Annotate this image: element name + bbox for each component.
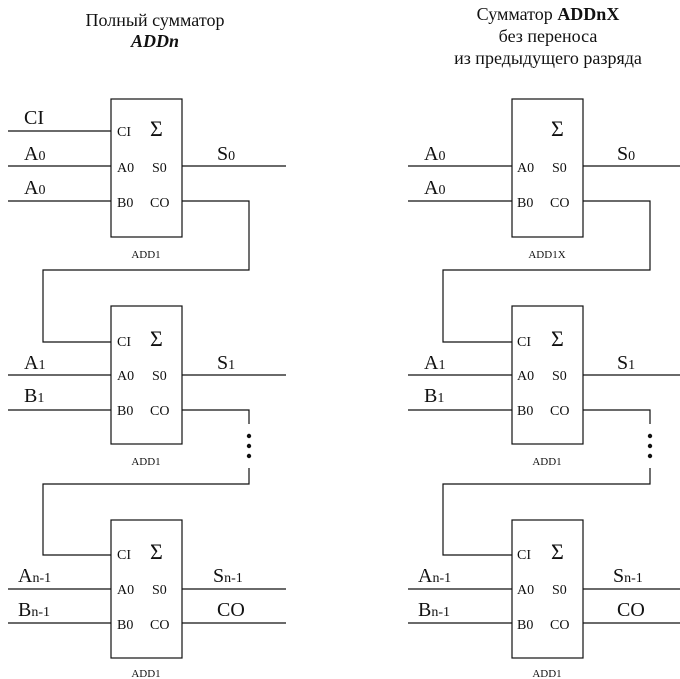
pin-co: CO <box>550 618 569 633</box>
pin-co: CO <box>150 196 169 211</box>
pin-b0: B0 <box>517 196 533 211</box>
pin-b0: B0 <box>517 404 533 419</box>
left-s0-out-label: S0 <box>217 143 235 165</box>
pin-s0: S0 <box>152 161 167 176</box>
ellipsis-dot <box>246 433 252 439</box>
pin-ci: CI <box>117 335 131 350</box>
pin-s0: S0 <box>552 583 567 598</box>
right-title-line2: без переноса <box>499 26 598 46</box>
left-an-in-label: An-1 <box>18 565 51 587</box>
right-block-2: CI Σ A0 S0 B0 CO ADD1 <box>511 305 584 468</box>
pin-b0: B0 <box>117 404 133 419</box>
pin-b0: B0 <box>517 618 533 633</box>
pin-ci: CI <box>117 125 131 140</box>
pin-ci: CI <box>517 335 531 350</box>
sigma-icon: Σ <box>150 539 163 564</box>
left-block-3: CI Σ A0 S0 B0 CO ADD1 <box>110 519 183 679</box>
pin-a0: A0 <box>517 369 534 384</box>
pin-co: CO <box>150 618 169 633</box>
pin-ci: CI <box>117 548 131 563</box>
left-b1-in-label: B1 <box>24 385 44 407</box>
right-s0-out-label: S0 <box>617 143 635 165</box>
left-co-out-label: CO <box>217 599 245 621</box>
ellipsis-dot <box>647 433 653 439</box>
right-a0-in-label: A0 <box>424 143 445 165</box>
pin-s0: S0 <box>552 369 567 384</box>
pin-ci: CI <box>517 548 531 563</box>
left-a0-in-label: A0 <box>24 143 45 165</box>
right-title-line3: из предыдущего разряда <box>454 48 642 68</box>
pin-s0: S0 <box>552 161 567 176</box>
pin-co: CO <box>550 196 569 211</box>
block-name: ADD1 <box>131 668 160 679</box>
block-name: ADD1 <box>131 456 160 468</box>
right-co-out-label: CO <box>617 599 645 621</box>
left-sn-out-label: Sn-1 <box>213 565 243 587</box>
right-a1-in-label: A1 <box>424 352 445 374</box>
ellipsis-dot <box>246 443 252 449</box>
pin-co: CO <box>550 404 569 419</box>
left-bn-in-label: Bn-1 <box>18 599 50 621</box>
pin-a0: A0 <box>117 161 134 176</box>
left-b0-in-label: A0 <box>24 177 45 199</box>
right-block-1: Σ A0 S0 B0 CO ADD1X <box>511 98 584 261</box>
ellipsis-dot <box>246 453 252 459</box>
pin-b0: B0 <box>117 618 133 633</box>
left-block-2: CI Σ A0 S0 B0 CO ADD1 <box>110 305 183 468</box>
block-name: ADD1X <box>528 249 565 261</box>
left-block-1: CI Σ A0 S0 B0 CO ADD1 <box>110 98 183 261</box>
right-s1-out-label: S1 <box>617 352 635 374</box>
sigma-icon: Σ <box>551 326 564 351</box>
pin-co: CO <box>150 404 169 419</box>
pin-a0: A0 <box>517 583 534 598</box>
right-b0-in-label: A0 <box>424 177 445 199</box>
sigma-icon: Σ <box>551 539 564 564</box>
sigma-icon: Σ <box>551 116 564 141</box>
pin-a0: A0 <box>117 369 134 384</box>
pin-a0: A0 <box>517 161 534 176</box>
block-name: ADD1 <box>532 456 561 468</box>
sigma-icon: Σ <box>150 116 163 141</box>
ellipsis-dot <box>647 443 653 449</box>
right-block-3: CI Σ A0 S0 B0 CO ADD1 <box>511 519 584 679</box>
ellipsis-dot <box>647 453 653 459</box>
right-title-line1: Сумматор ADDnX <box>477 4 620 24</box>
left-title-line2: ADDn <box>130 31 179 51</box>
right-an-in-label: An-1 <box>418 565 451 587</box>
sigma-icon: Σ <box>150 326 163 351</box>
left-a1-in-label: A1 <box>24 352 45 374</box>
left-s1-out-label: S1 <box>217 352 235 374</box>
block-name: ADD1 <box>532 668 561 679</box>
right-b1-in-label: B1 <box>424 385 444 407</box>
right-bn-in-label: Bn-1 <box>418 599 450 621</box>
pin-a0: A0 <box>117 583 134 598</box>
pin-s0: S0 <box>152 583 167 598</box>
right-sn-out-label: Sn-1 <box>613 565 643 587</box>
left-ci-in-label: CI <box>24 107 44 129</box>
left-title-line1: Полный сумматор <box>86 10 225 30</box>
block-name: ADD1 <box>131 249 160 261</box>
pin-s0: S0 <box>152 369 167 384</box>
pin-b0: B0 <box>117 196 133 211</box>
